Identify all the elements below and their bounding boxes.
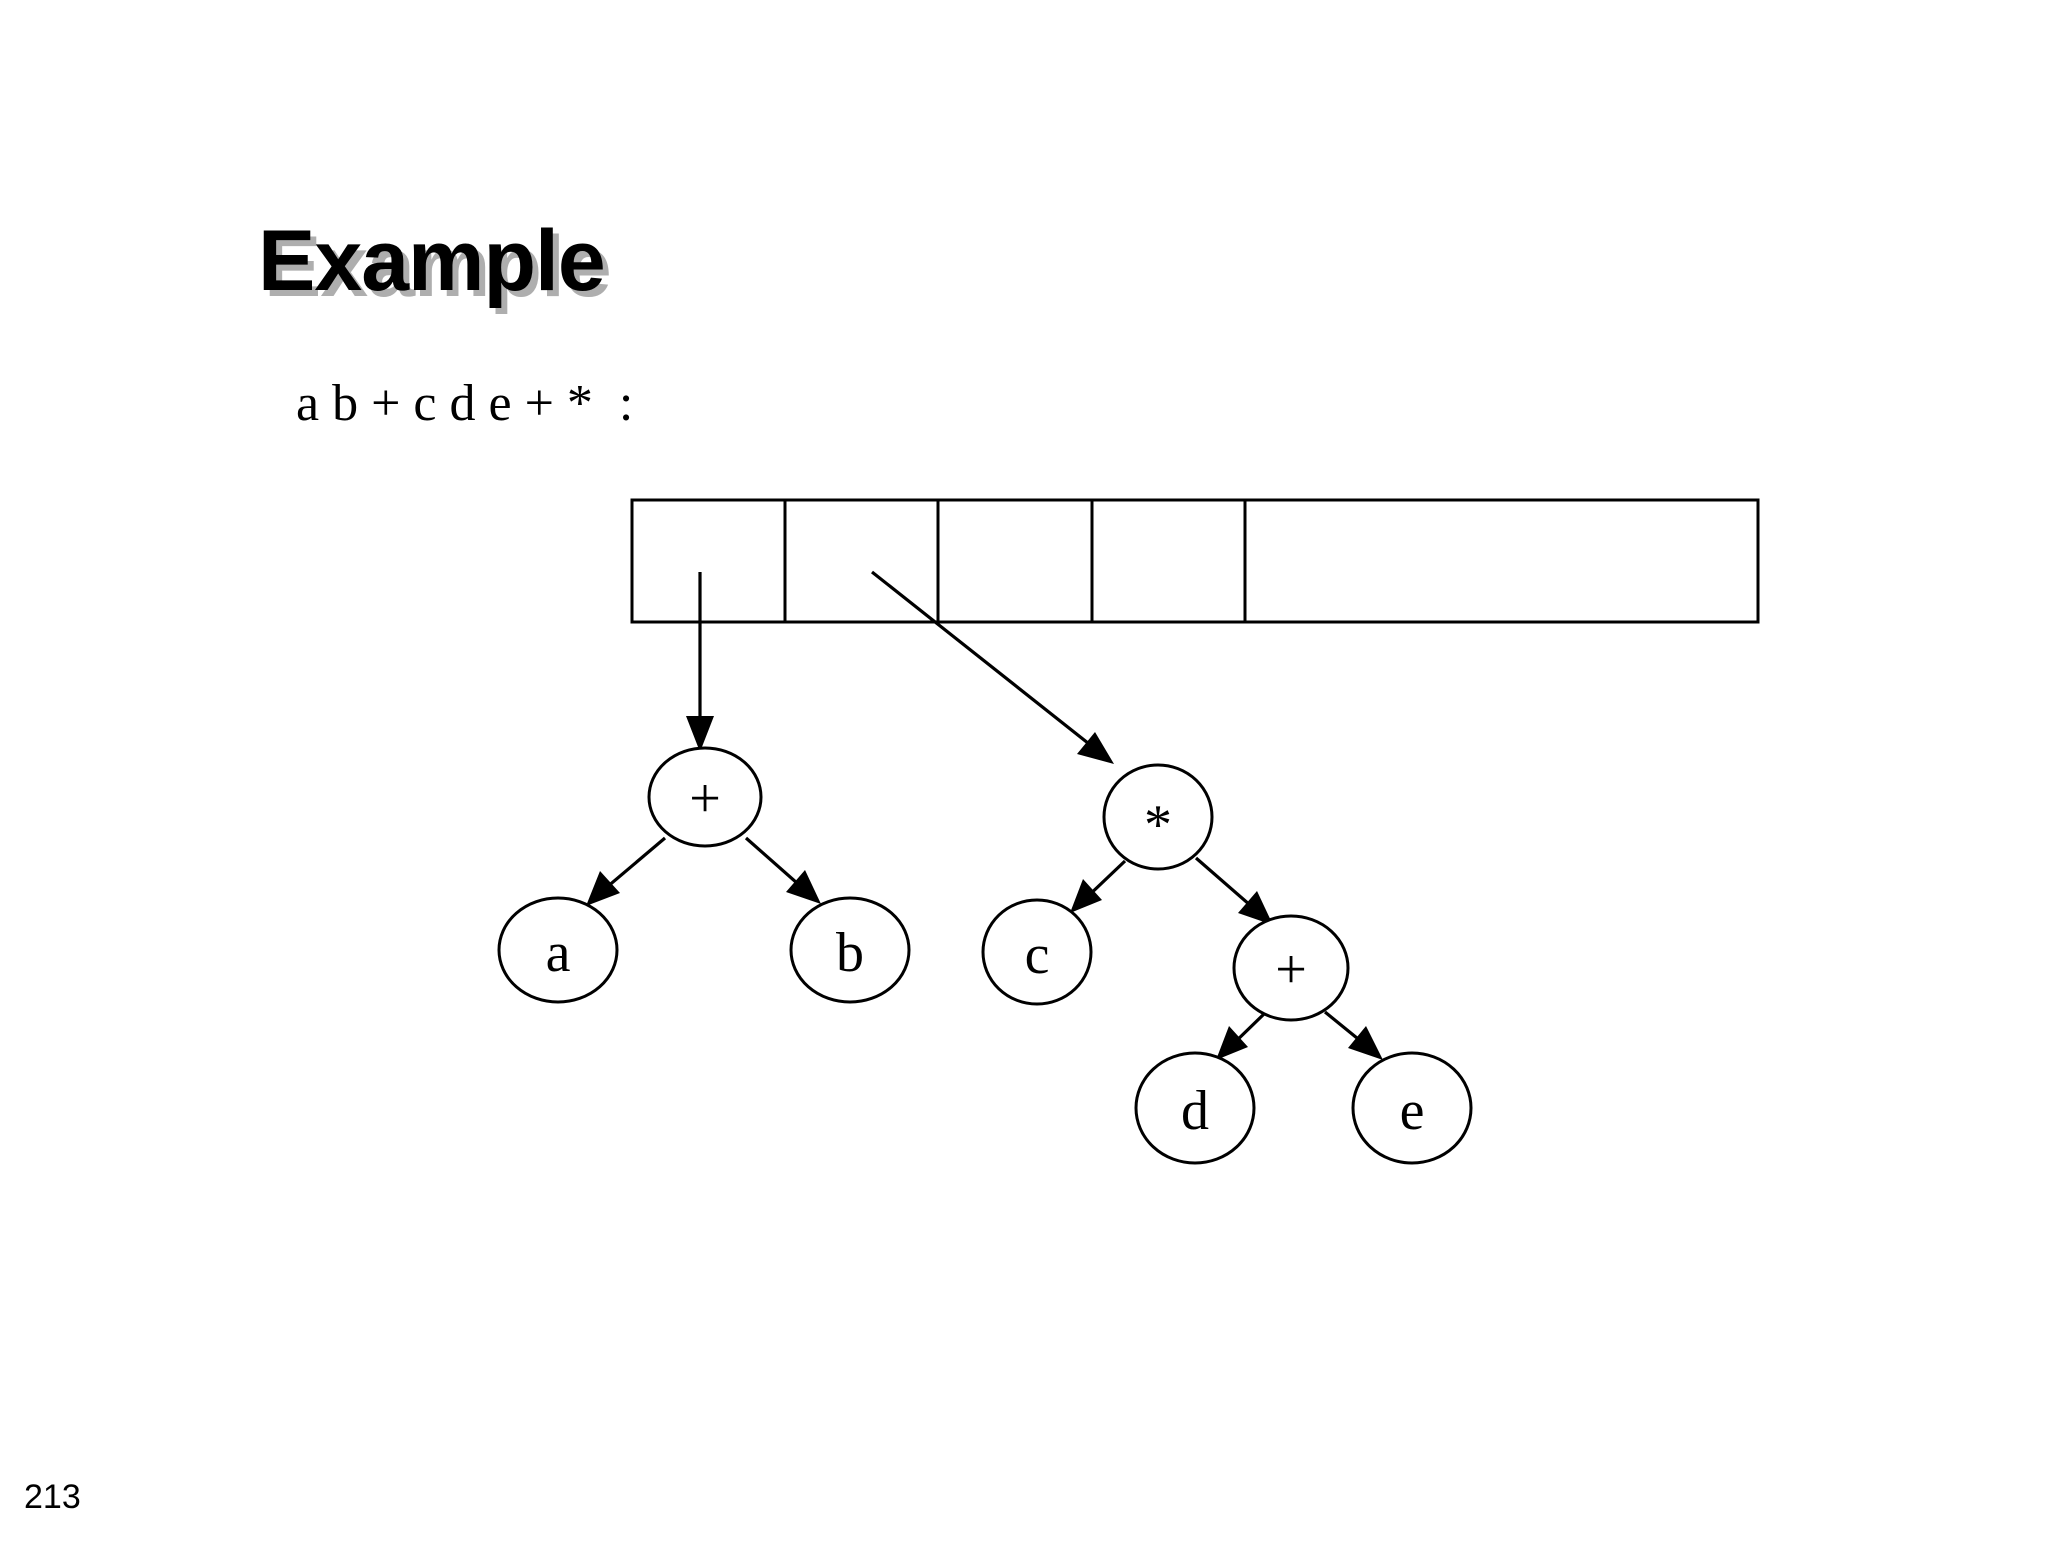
node-shape[interactable] [789,896,911,1004]
node-label: e [1400,1080,1425,1142]
arrow-head-icon [586,871,620,906]
arrow-head-icon [686,716,714,752]
tree-node-times[interactable]: * [1102,763,1214,871]
tree-node-b[interactable]: b [789,896,911,1004]
tree-node-plus-inner[interactable]: + [1232,914,1350,1022]
edge-cell1-to-times [871,570,1114,764]
edge-times-to-plus2 [1194,856,1273,925]
edge-plus-to-a [586,836,667,906]
edge-plus2-to-e [1323,1010,1383,1060]
tree-node-d[interactable]: d [1134,1051,1256,1165]
stack-array [630,498,1760,624]
arrow-head-icon [786,870,821,904]
edge-plus2-to-d [1216,1012,1266,1060]
node-shape[interactable] [1232,914,1350,1022]
array-cell-0[interactable] [630,498,787,624]
pointer-line-diagonal [871,570,1099,753]
edge-cell0-to-plus [686,572,714,752]
array-cell-4[interactable] [1243,498,1760,624]
node-shape[interactable] [981,898,1093,1006]
tree-node-a[interactable]: a [497,896,619,1004]
node-label: b [836,922,864,984]
node-shape[interactable] [497,896,619,1004]
arrow-head-icon [1238,891,1273,925]
page-title: Example [258,213,606,309]
node-shape[interactable] [1134,1051,1256,1165]
array-cell-2[interactable] [936,498,1094,624]
tree-node-plus-root[interactable]: + [647,746,763,848]
edge-plus-to-b [744,836,821,904]
node-label: a [546,922,571,984]
arrow-head-icon [1348,1026,1383,1060]
tree-node-e[interactable]: e [1351,1051,1473,1165]
node-label: + [1275,939,1307,1001]
postfix-expression-text: a b + c d e + * : [296,375,634,432]
node-label: * [1144,794,1172,856]
node-shape[interactable] [1351,1051,1473,1165]
arrow-head-icon [1216,1026,1248,1060]
tree-node-c[interactable]: c [981,898,1093,1006]
arrow-head-icon [1070,879,1102,913]
node-shape[interactable] [647,746,763,848]
array-cell-1[interactable] [783,498,940,624]
node-label: c [1025,924,1050,986]
edge-times-to-c [1070,859,1127,913]
node-label: d [1181,1080,1209,1142]
page-number: 213 [24,1478,81,1516]
node-shape[interactable] [1102,763,1214,871]
arrow-head-icon [1077,732,1114,764]
array-cell-3[interactable] [1090,498,1247,624]
node-label: + [689,768,721,830]
